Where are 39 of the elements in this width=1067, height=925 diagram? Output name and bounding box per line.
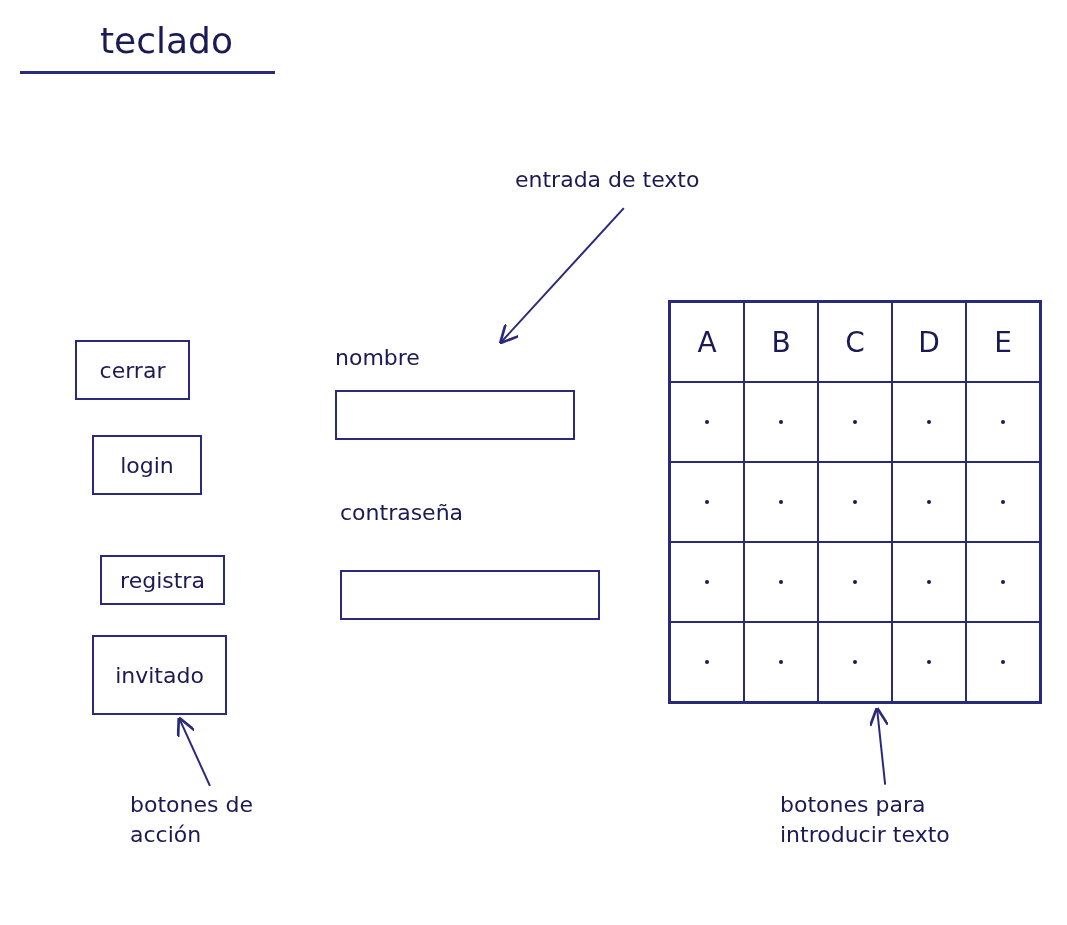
keypad-grid [668, 300, 1042, 704]
key-button [744, 382, 818, 462]
action-button: login [92, 435, 202, 495]
key-button [818, 462, 892, 542]
key-button [670, 462, 744, 542]
field-label: nombre [335, 345, 420, 370]
annotation-text: botones para introducir texto [780, 790, 1000, 870]
key-button: D [892, 302, 966, 382]
key-button [818, 542, 892, 622]
annotation-text: botones de acción [130, 790, 330, 870]
key-button [966, 462, 1040, 542]
field-label: contraseña [340, 500, 464, 525]
key-button [744, 542, 818, 622]
title: teclado [20, 20, 275, 74]
key-button [744, 462, 818, 542]
key-button [670, 622, 744, 702]
key-button [818, 622, 892, 702]
key-button [892, 542, 966, 622]
action-button: invitado [92, 635, 227, 715]
key-button: E [966, 302, 1040, 382]
key-button [670, 382, 744, 462]
key-button [966, 382, 1040, 462]
key-button [966, 542, 1040, 622]
key-button: A [670, 302, 744, 382]
arrow [868, 706, 890, 786]
key-button [818, 382, 892, 462]
key-button [966, 622, 1040, 702]
key-button [892, 622, 966, 702]
action-button: registra [100, 555, 225, 605]
arrow [498, 207, 625, 345]
key-button [892, 382, 966, 462]
key-button [744, 622, 818, 702]
key-button: B [744, 302, 818, 382]
annotation-text: entrada de texto [515, 165, 775, 205]
key-button: C [818, 302, 892, 382]
action-button: cerrar [75, 340, 190, 400]
arrow [176, 716, 211, 787]
key-button [670, 542, 744, 622]
key-button [892, 462, 966, 542]
